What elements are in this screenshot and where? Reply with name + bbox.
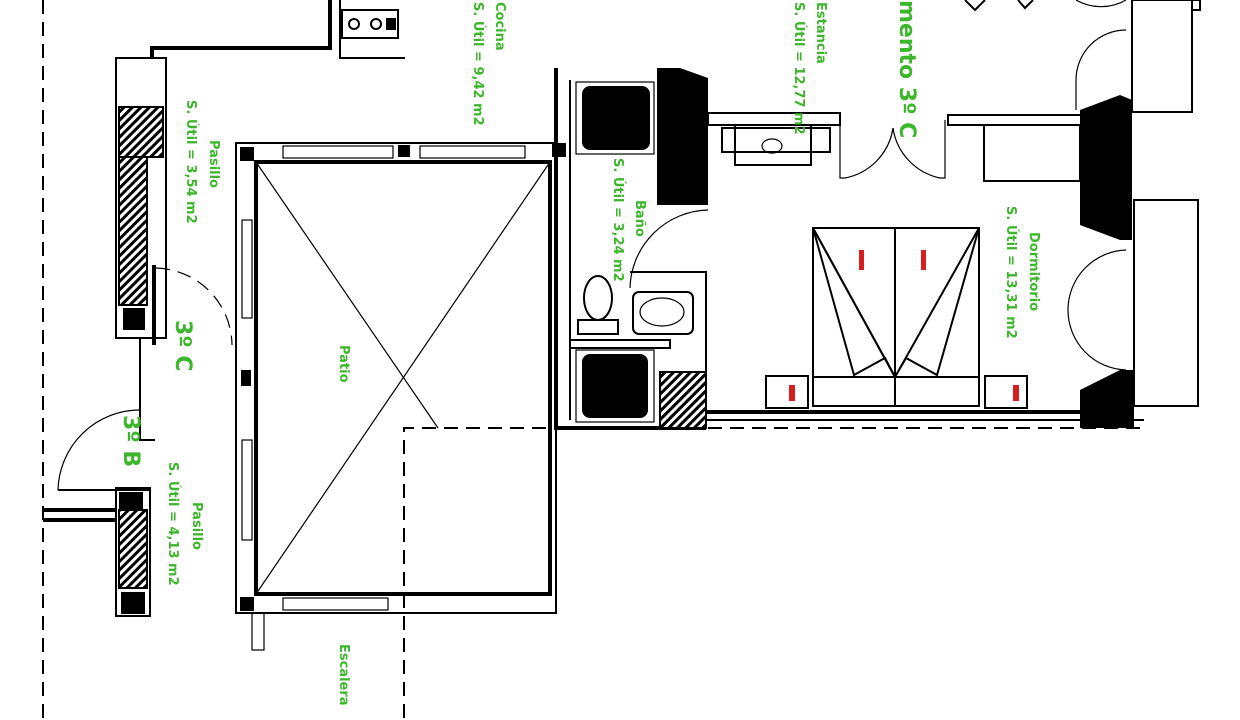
- unit-b-door-label: 3º B: [118, 415, 143, 467]
- pasillo-c-area: S. Útil = 3,54 m2: [183, 100, 199, 224]
- patio: [235, 142, 566, 651]
- bano-name: Baño: [632, 200, 647, 237]
- patio-name: Patio: [336, 345, 351, 383]
- property-boundary: [42, 0, 1140, 720]
- estancia-area: S. Útil = 12,77 m2: [791, 2, 807, 135]
- estancia-name: Estancia: [813, 2, 828, 64]
- pasillo-b-name: Pasillo: [189, 502, 204, 550]
- dormitorio-area: S. Útil = 13,31 m2: [1003, 206, 1019, 339]
- kitchen-stove: [341, 0, 1034, 39]
- pasillo-b-area: S. Útil = 4,13 m2: [165, 462, 181, 586]
- apartment-walls: [706, 0, 1201, 428]
- room-labels: Cocina S. Útil = 9,42 m2 Estancia S. Úti…: [118, 0, 1041, 706]
- pasillo-c-name: Pasillo: [206, 140, 221, 188]
- unit-c-door-label: 3º C: [170, 320, 195, 372]
- escalera-name: Escalera: [336, 644, 351, 706]
- bano-area: S. Útil = 3,24 m2: [610, 158, 626, 282]
- cocina-name: Cocina: [492, 2, 507, 51]
- corridor-walls: [43, 0, 405, 617]
- apartment-title: mento 3º C: [894, 0, 919, 138]
- dormitorio-name: Dormitorio: [1026, 232, 1041, 311]
- bathroom: [554, 68, 709, 430]
- cocina-area: S. Útil = 9,42 m2: [470, 2, 486, 126]
- bed: [765, 227, 1028, 409]
